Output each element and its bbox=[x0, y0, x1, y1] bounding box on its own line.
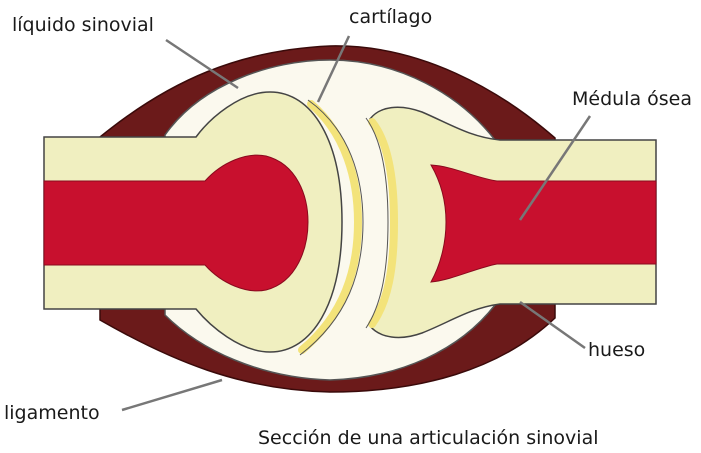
label-synovial-fluid: líquido sinovial bbox=[12, 16, 154, 35]
leader-line-ligament bbox=[122, 380, 222, 410]
label-ligament: ligamento bbox=[4, 404, 100, 423]
right-marrow bbox=[431, 165, 656, 282]
label-bone: hueso bbox=[588, 341, 645, 360]
label-bone-marrow: Médula ósea bbox=[572, 90, 692, 109]
label-cartilage: cartílago bbox=[349, 8, 432, 27]
diagram-caption: Sección de una articulación sinovial bbox=[258, 429, 599, 448]
